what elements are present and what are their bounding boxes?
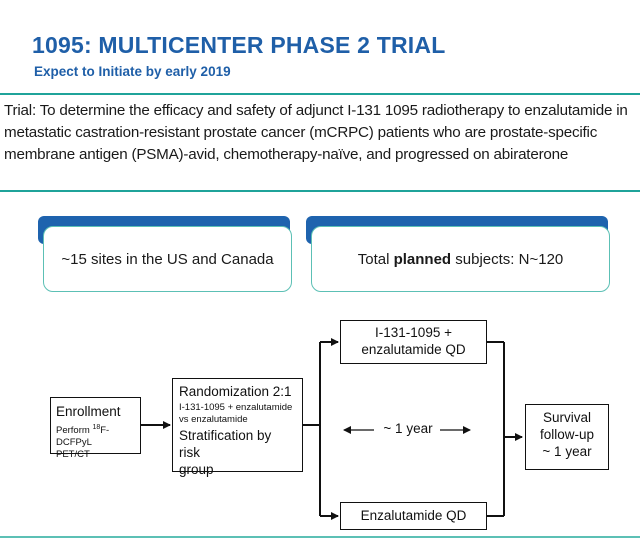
stratification-line2: group — [179, 462, 214, 477]
sites-card: ~15 sites in the US and Canada — [43, 226, 292, 292]
arm-b-box: Enzalutamide QD — [340, 502, 487, 530]
arm-a-line2: enzalutamide QD — [361, 342, 466, 357]
sites-card-text: ~15 sites in the US and Canada — [61, 250, 274, 268]
subjects-card-emphasis: planned — [393, 250, 452, 268]
enrollment-detail-line2: PET/CT — [56, 449, 90, 461]
arm-a-line1: I-131-1095 + — [375, 325, 452, 340]
enrollment-box: Enrollment Perform 18F-DCFPyL PET/CT — [50, 397, 141, 460]
trial-description: Trial: To determine the efficacy and saf… — [4, 102, 628, 163]
subjects-card: Total planned subjects: N~120 — [311, 226, 610, 292]
divider-top — [0, 93, 640, 95]
followup-box: Survival follow-up ~ 1 year — [525, 404, 609, 470]
followup-line2: follow-up — [539, 427, 595, 442]
randomization-detail-line1: I-131-1095 + enzalutamide — [179, 402, 293, 413]
enrollment-title: Enrollment — [56, 404, 121, 419]
stratification-line1: Stratification by risk — [179, 428, 272, 460]
duration-label: ~ 1 year — [383, 421, 433, 436]
arm-a-box: I-131-1095 + enzalutamide QD — [340, 320, 487, 364]
enrollment-detail: Perform 18F-DCFPyL — [56, 424, 110, 449]
followup-line3: ~ 1 year — [542, 444, 592, 459]
randomization-title: Randomization 2:1 — [179, 384, 292, 399]
footer-rule — [0, 536, 640, 538]
randomization-box: Randomization 2:1 I-131-1095 + enzalutam… — [172, 378, 303, 477]
page-title: 1095: MULTICENTER PHASE 2 TRIAL — [32, 32, 446, 58]
arm-b-label: Enzalutamide QD — [360, 508, 467, 523]
randomization-detail-line2: vs enzalutamide — [179, 414, 248, 425]
subjects-card-text: Total planned subjects: N~120 — [357, 250, 564, 268]
page-subtitle: Expect to Initiate by early 2019 — [34, 64, 231, 79]
followup-line1: Survival — [542, 410, 591, 425]
divider-bottom — [0, 190, 640, 192]
